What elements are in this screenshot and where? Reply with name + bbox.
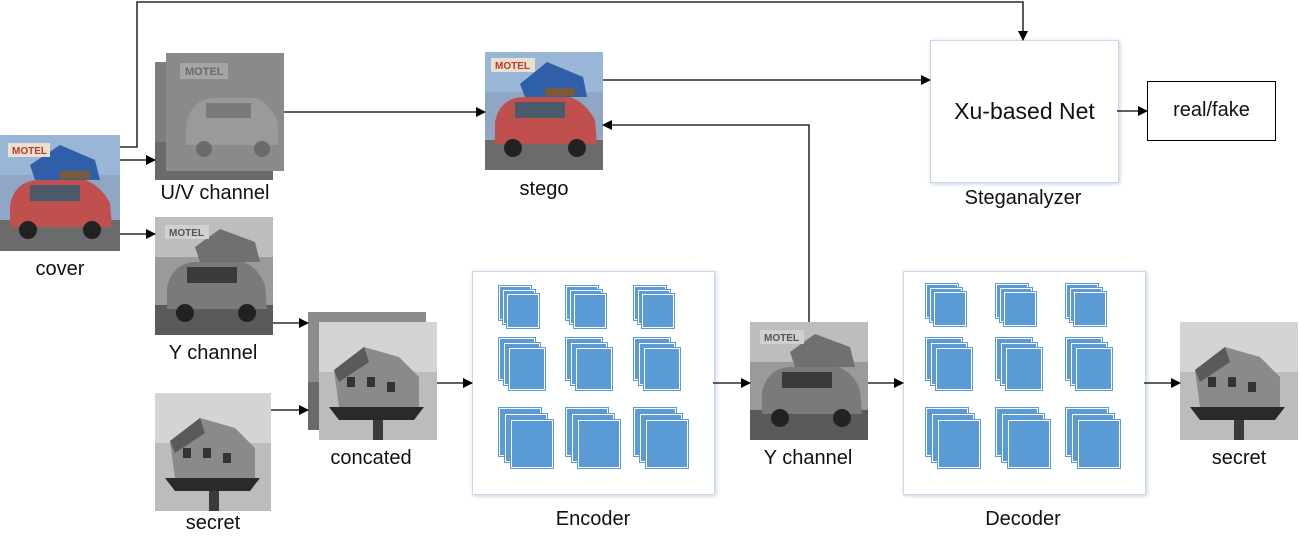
cover-image: MOTEL xyxy=(0,135,120,251)
svg-text:MOTEL: MOTEL xyxy=(185,66,224,78)
svg-text:MOTEL: MOTEL xyxy=(495,61,530,72)
stego-label: stego xyxy=(519,178,569,200)
concated-label: concated xyxy=(330,447,412,469)
steganalyzer-label: Steganalyzer xyxy=(964,187,1082,209)
svg-text:MOTEL: MOTEL xyxy=(169,228,204,239)
y-channel-input-label: Y channel xyxy=(168,342,258,364)
secret-input-label: secret xyxy=(185,512,241,534)
encoder-box xyxy=(472,271,715,495)
cover-label: cover xyxy=(35,258,85,280)
svg-text:MOTEL: MOTEL xyxy=(764,333,799,344)
svg-text:MOTEL: MOTEL xyxy=(12,146,47,157)
secret-output-label: secret xyxy=(1211,447,1267,469)
uv-channel-label: U/V channel xyxy=(160,182,270,204)
steganalyzer-net-label: Xu-based Net xyxy=(954,98,1095,124)
decoder-label: Decoder xyxy=(985,508,1061,530)
secret-input-image xyxy=(155,393,271,511)
secret-output-image xyxy=(1180,322,1298,440)
decoder-box xyxy=(903,271,1146,495)
steganalyzer-box: Xu-based Net xyxy=(930,40,1119,183)
y-channel-output-label: Y channel xyxy=(763,447,853,469)
stego-image: MOTEL xyxy=(485,52,603,170)
y-channel-output-image: MOTEL xyxy=(750,322,868,440)
real-fake-label: real/fake xyxy=(1173,99,1250,121)
y-channel-input-image: MOTEL xyxy=(155,217,273,335)
real-fake-box: real/fake xyxy=(1147,81,1276,141)
encoder-label: Encoder xyxy=(555,508,631,530)
uv-channel-image: MOTEL xyxy=(166,53,284,171)
concated-image xyxy=(319,322,437,440)
